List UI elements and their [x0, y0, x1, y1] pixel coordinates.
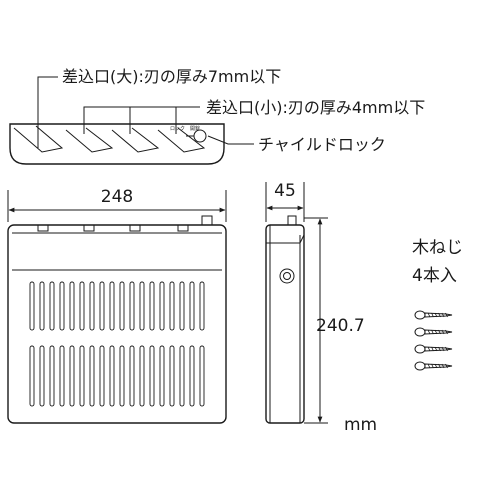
vent-grille: [29, 281, 205, 407]
slot-small-3: [157, 127, 206, 153]
wood-screws: 木ねじ 4本入: [412, 238, 463, 371]
vent-slot: [89, 281, 95, 331]
label-slot-large: 差込口(大):刃の厚み7mm以下: [62, 67, 281, 86]
side-lock-icon: [279, 268, 295, 284]
width-value: 248: [101, 187, 133, 207]
slot-small-1: [65, 127, 114, 153]
vent-slot: [139, 345, 145, 407]
vent-slot: [109, 281, 115, 331]
wood-screw-icon: [414, 361, 453, 371]
vent-slot: [39, 281, 45, 331]
knife-slots: [13, 125, 206, 153]
front-view: [7, 215, 227, 424]
vent-slot: [139, 281, 145, 331]
vent-slot: [99, 345, 105, 407]
side-view: [265, 215, 305, 424]
vent-slot: [149, 281, 155, 331]
vent-slot: [49, 345, 55, 407]
vent-slot: [109, 345, 115, 407]
vent-slot: [159, 345, 165, 407]
depth-dimension: 45: [265, 181, 305, 222]
screw-list: [414, 310, 453, 371]
vent-slot: [119, 345, 125, 407]
height-value: 240.7: [316, 316, 365, 336]
vent-slot: [169, 281, 175, 331]
callout-slot-small: 差込口(小):刃の厚み4mm以下: [83, 98, 425, 134]
vent-slot: [129, 281, 135, 331]
vent-slot: [199, 281, 205, 331]
width-dimension: 248: [7, 187, 227, 222]
lock-mark: ロック 開錠: [170, 125, 200, 132]
unit-label: mm: [344, 415, 377, 435]
slot-small-2: [111, 127, 160, 153]
callout-child-lock: チャイルドロック: [207, 135, 386, 154]
side-body: [265, 224, 305, 424]
vent-slot: [189, 345, 195, 407]
wood-screw-icon: [414, 344, 453, 354]
vent-slot: [59, 281, 65, 331]
screws-count: 4本入: [412, 266, 457, 286]
vent-slot: [189, 281, 195, 331]
vent-slot: [49, 281, 55, 331]
vent-slot: [59, 345, 65, 407]
vent-slot: [99, 281, 105, 331]
callout-slot-large: 差込口(大):刃の厚み7mm以下: [37, 67, 281, 148]
vent-slot: [89, 345, 95, 407]
vent-slot: [29, 281, 35, 331]
vent-slot: [39, 345, 45, 407]
vent-slot: [179, 281, 185, 331]
top-view-outline: [9, 123, 225, 165]
vent-slot: [79, 345, 85, 407]
vent-slot: [69, 281, 75, 331]
vent-slot: [169, 345, 175, 407]
vent-slot: [199, 345, 205, 407]
label-child-lock: チャイルドロック: [258, 135, 386, 154]
top-view: ロック 開錠: [9, 123, 225, 165]
vent-slot: [149, 345, 155, 407]
vent-slot: [179, 345, 185, 407]
vent-slot: [129, 345, 135, 407]
vent-slot: [159, 281, 165, 331]
wood-screw-icon: [414, 310, 453, 320]
vent-slot: [29, 345, 35, 407]
depth-value: 45: [274, 181, 296, 201]
slot-large: [13, 125, 64, 153]
wood-screw-icon: [414, 327, 453, 337]
label-slot-small: 差込口(小):刃の厚み4mm以下: [206, 98, 425, 117]
front-body: [7, 224, 227, 424]
vent-slot: [119, 281, 125, 331]
screws-title: 木ねじ: [412, 238, 463, 258]
height-dimension: 240.7: [304, 217, 365, 424]
slot-nubs: [37, 215, 213, 232]
vent-slot: [69, 345, 75, 407]
vent-slot: [79, 281, 85, 331]
